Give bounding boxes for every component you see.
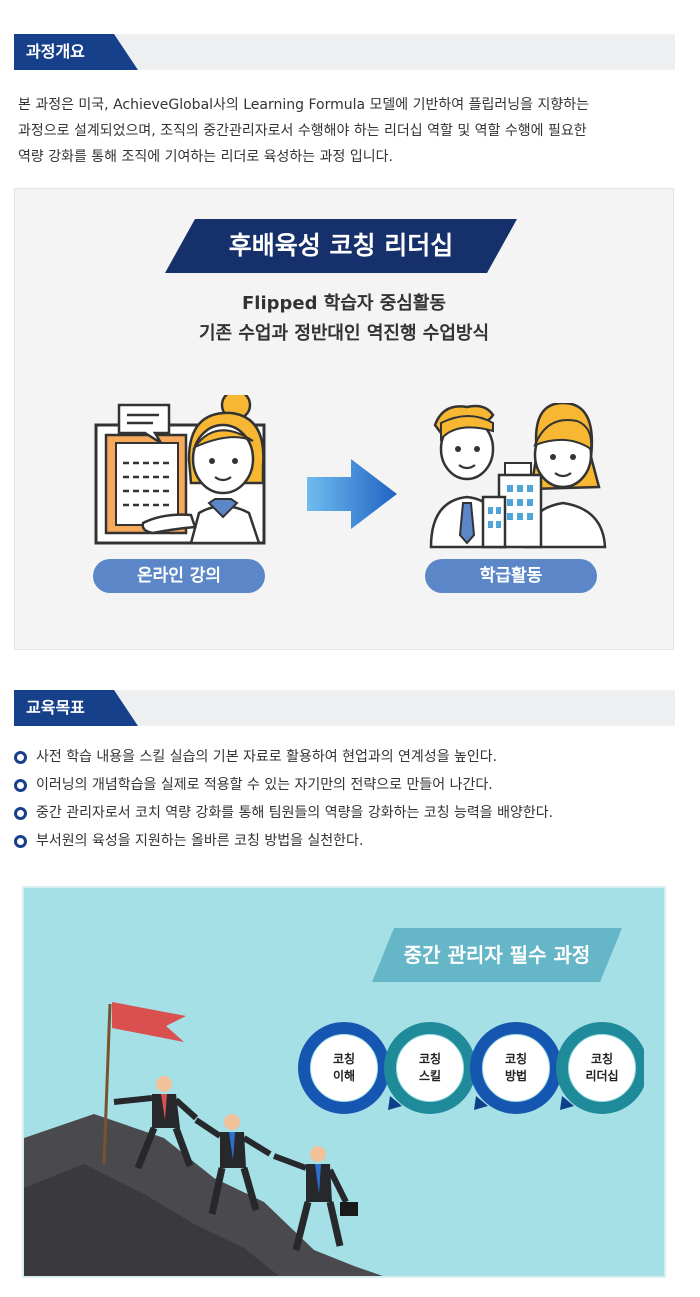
program-banner-title: 후배육성 코칭 리더십: [228, 231, 454, 260]
mountain-climbing-illustration: [24, 1002, 383, 1276]
briefcase-icon: [340, 1202, 358, 1216]
building-side: [481, 495, 507, 549]
flag-pole: [102, 1003, 112, 1165]
program-subtitle-1: Flipped 학습자 중심활동: [242, 293, 446, 314]
goal-text: 부서원의 육성을 지원하는 올바른 코칭 방법을 실천한다.: [36, 833, 364, 849]
coaching-steps-diagram: [298, 1022, 644, 1114]
program-subtitle-2: 기존 수업과 정반대인 역진행 수업방식: [198, 323, 490, 344]
goal-item: 사전 학습 내용을 스킬 실습의 기본 자료로 활용하여 현업과의 연계성을 높…: [14, 743, 674, 771]
bullet-icon: [14, 751, 27, 764]
overview-line-3: 역량 강화를 통해 조직에 기여하는 리더로 육성하는 과정 입니다.: [18, 149, 393, 165]
board-sheet: [115, 442, 179, 526]
arrow-right-icon: [307, 459, 397, 529]
goal-text: 중간 관리자로서 코치 역량 강화를 통해 팀원들의 역량을 강화하는 코칭 능…: [36, 805, 554, 821]
program-banner: 후배육성 코칭 리더십: [165, 219, 517, 273]
online-lecture-badge: 온라인 강의: [93, 559, 265, 593]
class-activity-illustration: [429, 403, 607, 549]
bullet-icon: [14, 807, 27, 820]
goal-item: 중간 관리자로서 코치 역량 강화를 통해 팀원들의 역량을 강화하는 코칭 능…: [14, 799, 674, 827]
overview-line-2: 과정으로 설계되었으며, 조직의 중간관리자로서 수행해야 하는 리더십 역할 …: [18, 123, 587, 139]
overview-tab: [14, 34, 138, 70]
goal-item: 이러닝의 개념학습을 실제로 적용할 수 있는 자기만의 전략으로 만들어 나간…: [14, 771, 674, 799]
course-banner: 중간 관리자 필수 과정: [372, 928, 622, 982]
course-banner-title: 중간 관리자 필수 과정: [403, 943, 591, 967]
flipped-learning-box: 후배육성 코칭 리더십 Flipped 학습자 중심활동 기존 수업과 정반대인…: [14, 188, 674, 650]
goals-section-header: 교육목표: [14, 690, 675, 726]
overview-section-header: 과정개요: [14, 34, 675, 70]
class-activity-badge: 학급활동: [425, 559, 597, 593]
online-lecture-illustration: [94, 395, 266, 545]
goal-text: 이러닝의 개념학습을 실제로 적용할 수 있는 자기만의 전략으로 만들어 나간…: [36, 777, 493, 793]
overview-description: 본 과정은 미국, AchieveGlobal사의 Learning Formu…: [18, 92, 683, 170]
overview-line-1: 본 과정은 미국, AchieveGlobal사의 Learning Formu…: [18, 97, 589, 113]
goals-tab: [14, 690, 138, 726]
goals-list: 사전 학습 내용을 스킬 실습의 기본 자료로 활용하여 현업과의 연계성을 높…: [14, 743, 674, 855]
lecturer-hand: [141, 513, 197, 535]
goals-title: 교육목표: [26, 698, 85, 717]
step-ring-4: [556, 1022, 644, 1114]
goal-item: 부서원의 육성을 지원하는 올바른 코칭 방법을 실천한다.: [14, 827, 674, 855]
bullet-icon: [14, 779, 27, 792]
bullet-icon: [14, 835, 27, 848]
flag-icon: [112, 1002, 186, 1042]
overview-title: 과정개요: [26, 42, 85, 61]
goal-text: 사전 학습 내용을 스킬 실습의 기본 자료로 활용하여 현업과의 연계성을 높…: [36, 749, 498, 765]
